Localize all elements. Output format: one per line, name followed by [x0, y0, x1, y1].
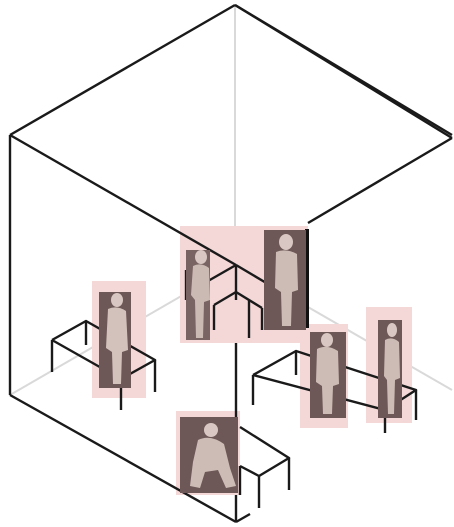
- figure-front-seated: [180, 417, 238, 493]
- figure-far-right: [378, 320, 402, 418]
- figure-highlights: [92, 226, 412, 495]
- figure-left-standing: [99, 292, 131, 388]
- bench-front: [240, 427, 289, 508]
- figure-back-right: [264, 230, 306, 330]
- figure-back-center: [186, 250, 210, 340]
- figure-right-holding: [310, 332, 346, 418]
